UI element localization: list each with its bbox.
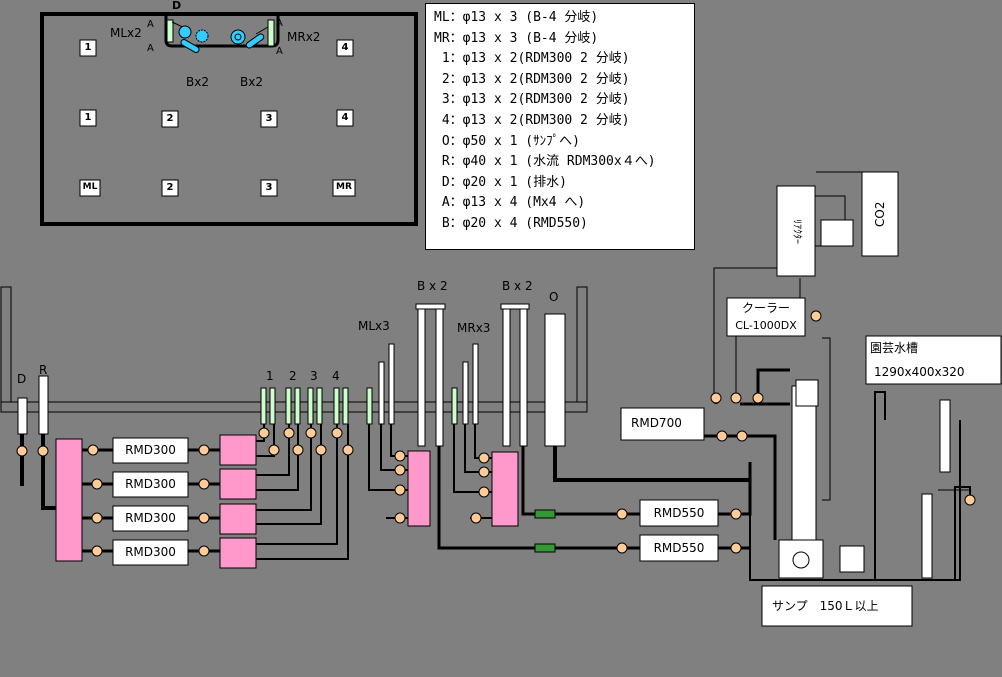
bx2-label: B x 2	[417, 279, 448, 293]
d-pipe-label: D	[17, 372, 27, 386]
rmd700-label: RMD700	[631, 416, 682, 430]
legend-box: ML：φ13 x 3 (B-4 分岐) MR：φ13 x 3 (B-4 分岐) …	[425, 3, 695, 250]
legend-line: MR：φ13 x 3 (B-4 分岐)	[434, 30, 599, 46]
outlet-box-4a	[336, 39, 354, 57]
outlet-box-1a	[79, 39, 97, 57]
rmd300-label: RMD300	[125, 545, 176, 559]
tank-top-view	[40, 12, 418, 226]
garden-tank-size: 1290x400x320	[874, 365, 965, 379]
legend-line: 4：φ13 x 2(RDM300 2 分岐)	[434, 112, 630, 128]
rmd300-label: RMD300	[125, 443, 176, 457]
nozzle-1-label: 1	[266, 369, 274, 383]
legend-line: D：φ20 x 1 (排水)	[434, 174, 567, 190]
cooler-model: CL-1000DX	[735, 319, 797, 332]
outlet-label: 4	[341, 112, 349, 123]
outlet-label: 3	[265, 113, 273, 124]
legend-line: ML：φ13 x 3 (B-4 分岐)	[434, 10, 599, 25]
rmd300-label: RMD300	[125, 511, 176, 525]
rmd550-label: RMD550	[653, 541, 705, 555]
o-pipe-label: O	[549, 290, 559, 304]
garden-tank-name: 園芸水槽	[870, 341, 919, 355]
bx2-label-top: Bx2	[240, 75, 263, 89]
sump-tank	[749, 379, 961, 581]
nozzle-4-label: 4	[332, 369, 340, 383]
reactor-box	[776, 185, 816, 277]
mlx3-label: MLx3	[358, 319, 390, 333]
nozzle-2-label: 2	[289, 369, 297, 383]
outlet-label: ML	[82, 182, 98, 192]
outlet-label: 1	[84, 112, 92, 123]
legend-line: 1：φ13 x 2(RDM300 2 分岐)	[434, 51, 630, 67]
outlet-label: MR	[336, 182, 352, 192]
legend-line: O：φ50 x 1 (ｻﾝﾌﾟへ)	[434, 133, 580, 149]
drain-label-top: D	[172, 0, 182, 12]
cooler-box	[726, 297, 806, 337]
bx2-label: B x 2	[502, 279, 533, 293]
a-label: A	[147, 43, 154, 54]
outlet-label: 1	[84, 42, 92, 53]
outlet-label: 4	[341, 42, 349, 53]
legend-line: 3：φ13 x 2(RDM300 2 分岐)	[434, 92, 630, 108]
nozzles-1-4	[260, 387, 349, 425]
r-pipe-label: R	[39, 363, 48, 377]
outlet-label: 3	[265, 182, 273, 193]
a-label: A	[276, 46, 283, 57]
rmd300-label: RMD300	[125, 477, 176, 491]
co2-cylinder	[861, 171, 899, 257]
nozzle-3-label: 3	[310, 369, 318, 383]
rmd300-lines	[82, 448, 220, 553]
legend-line: R：φ40 x 1 (水流 RDM300x４へ)	[434, 154, 656, 170]
legend-line: 2：φ13 x 2(RDM300 2 分岐)	[434, 71, 630, 87]
outlet-label: 2	[166, 113, 174, 124]
co2-label: CO2	[873, 201, 887, 227]
mrx3-label: MRx3	[457, 321, 491, 335]
legend-line: B：φ20 x 4 (RMD550)	[434, 215, 588, 231]
cooler-name: クーラー	[741, 301, 790, 315]
mr-label-top: MRx2	[287, 30, 321, 44]
a-label: A	[147, 19, 154, 30]
union-joints	[16, 310, 976, 557]
ml-label-top: MLx2	[110, 26, 142, 40]
legend-line: A：φ13 x 4 (Mx4 へ)	[434, 195, 586, 211]
outlet-label: 2	[166, 182, 174, 193]
rmd550-label: RMD550	[653, 506, 705, 520]
a-label: A	[276, 18, 283, 29]
reactor-label: ﾘｱｸﾀｰ	[791, 218, 802, 244]
main-tank-side	[0, 286, 588, 413]
sump-label: サンプ 150Ｌ以上	[772, 599, 879, 613]
bx2-label-top: Bx2	[186, 75, 209, 89]
